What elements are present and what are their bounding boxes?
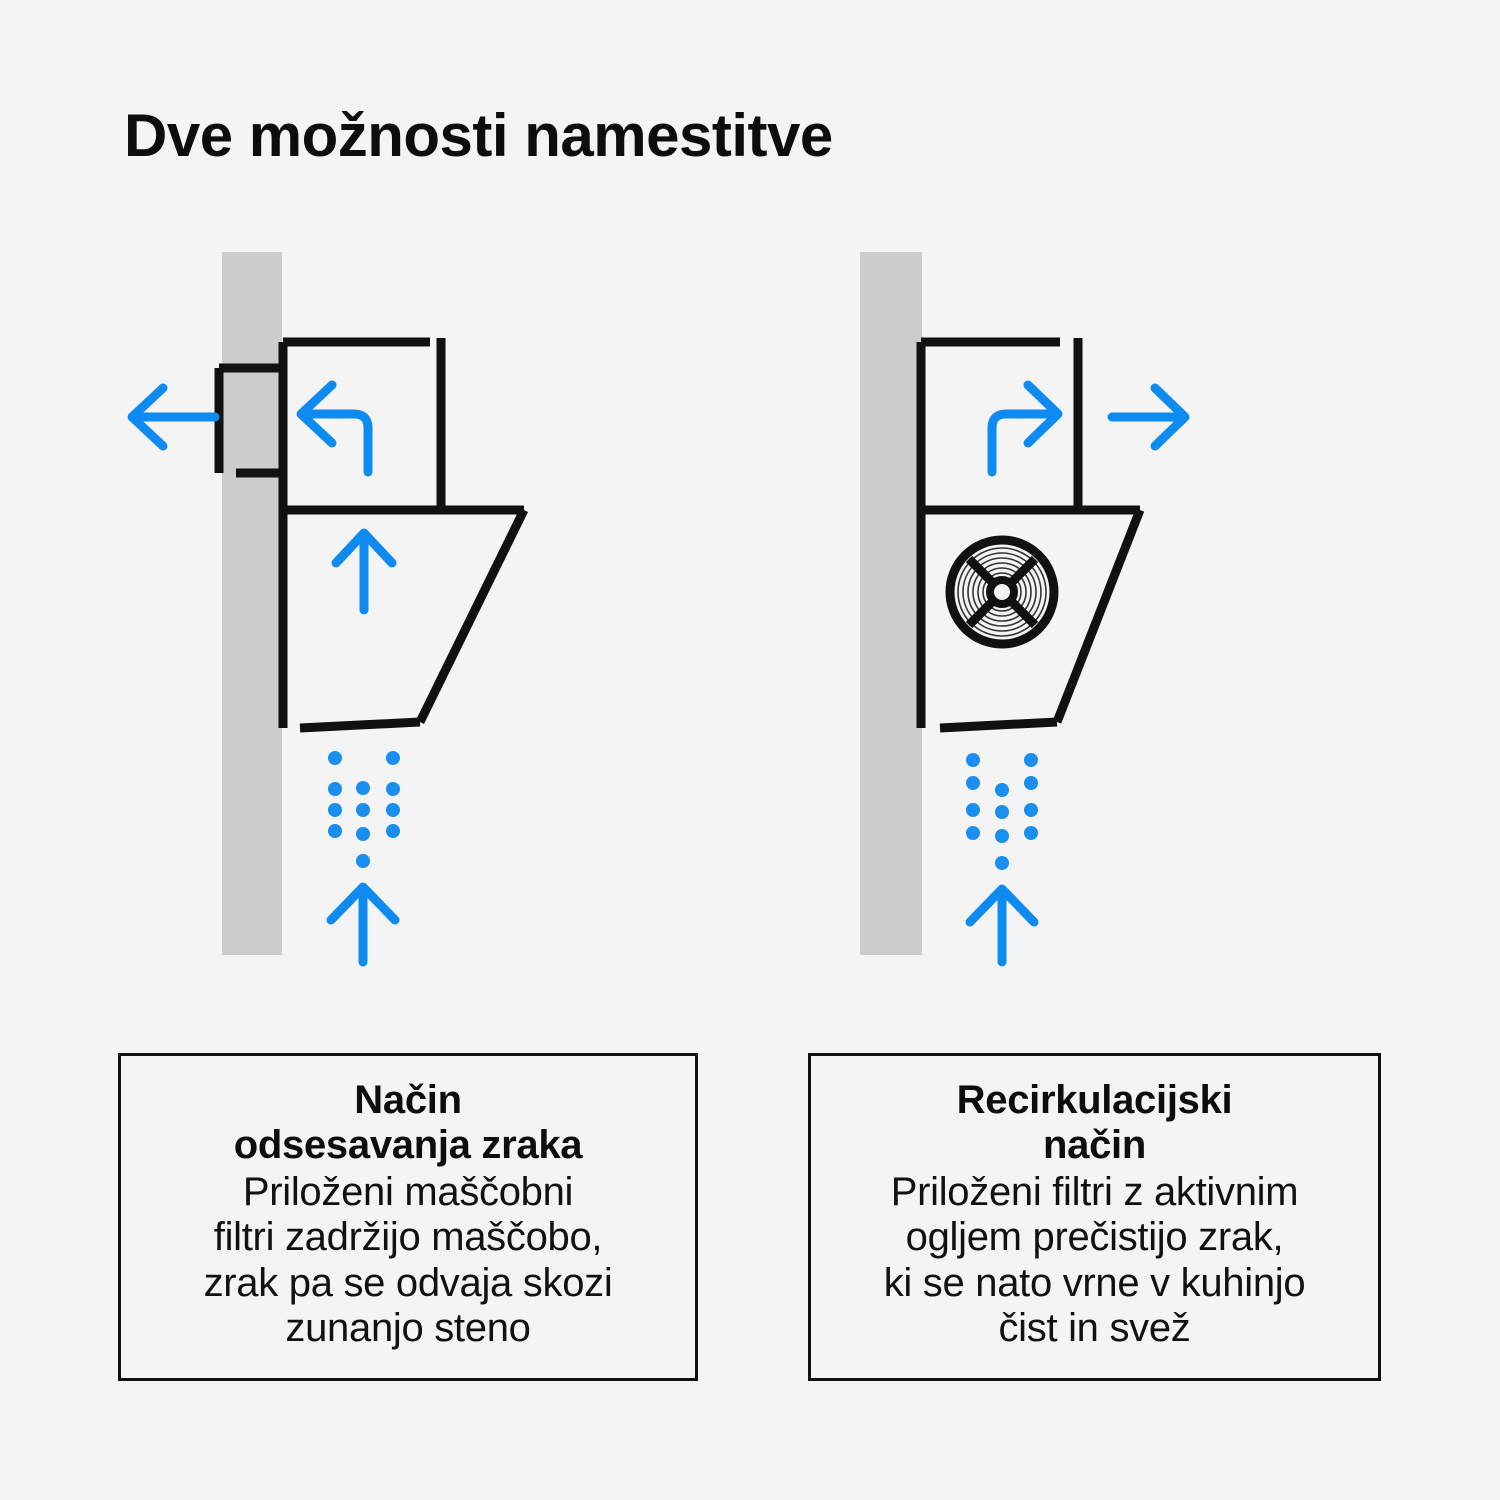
caption-body: Priloženi filtri z aktivnim ogljem preči… xyxy=(883,1169,1306,1351)
steam-dots xyxy=(966,753,1038,870)
hood-chimney-box xyxy=(278,337,446,510)
steam-dots xyxy=(328,751,400,868)
hood-body xyxy=(916,505,1145,733)
wall-duct xyxy=(214,363,283,478)
hood-body xyxy=(278,505,529,733)
page-title: Dve možnosti namestitve xyxy=(124,102,833,169)
carbon-filter-fan xyxy=(945,535,1059,649)
arrow-exhaust-through-duct xyxy=(296,380,373,477)
arrow-cooking-air-intake xyxy=(965,884,1039,967)
wall xyxy=(222,252,282,955)
recirculation-mode-diagram xyxy=(860,252,1190,967)
arrow-exhaust-outdoors xyxy=(127,383,220,451)
arrow-cooking-air-intake xyxy=(326,882,400,967)
caption-box-extraction-mode: Način odsesavanja zraka Priloženi maščob… xyxy=(118,1053,698,1381)
hood-chimney-box xyxy=(916,337,1083,510)
extraction-mode-diagram xyxy=(127,252,529,967)
caption-box-recirculation-mode: Recirkulacijski način Priloženi filtri z… xyxy=(808,1053,1381,1381)
caption-heading: Recirkulacijski način xyxy=(956,1078,1233,1167)
arrow-air-turning-out xyxy=(987,380,1063,477)
arrow-air-rising-in-hood xyxy=(331,528,397,615)
wall xyxy=(860,252,922,955)
arrow-recirculated-air-out xyxy=(1107,383,1190,451)
caption-heading: Način odsesavanja zraka xyxy=(233,1078,583,1167)
caption-body: Priloženi maščobni filtri zadržijo maščo… xyxy=(203,1169,613,1351)
